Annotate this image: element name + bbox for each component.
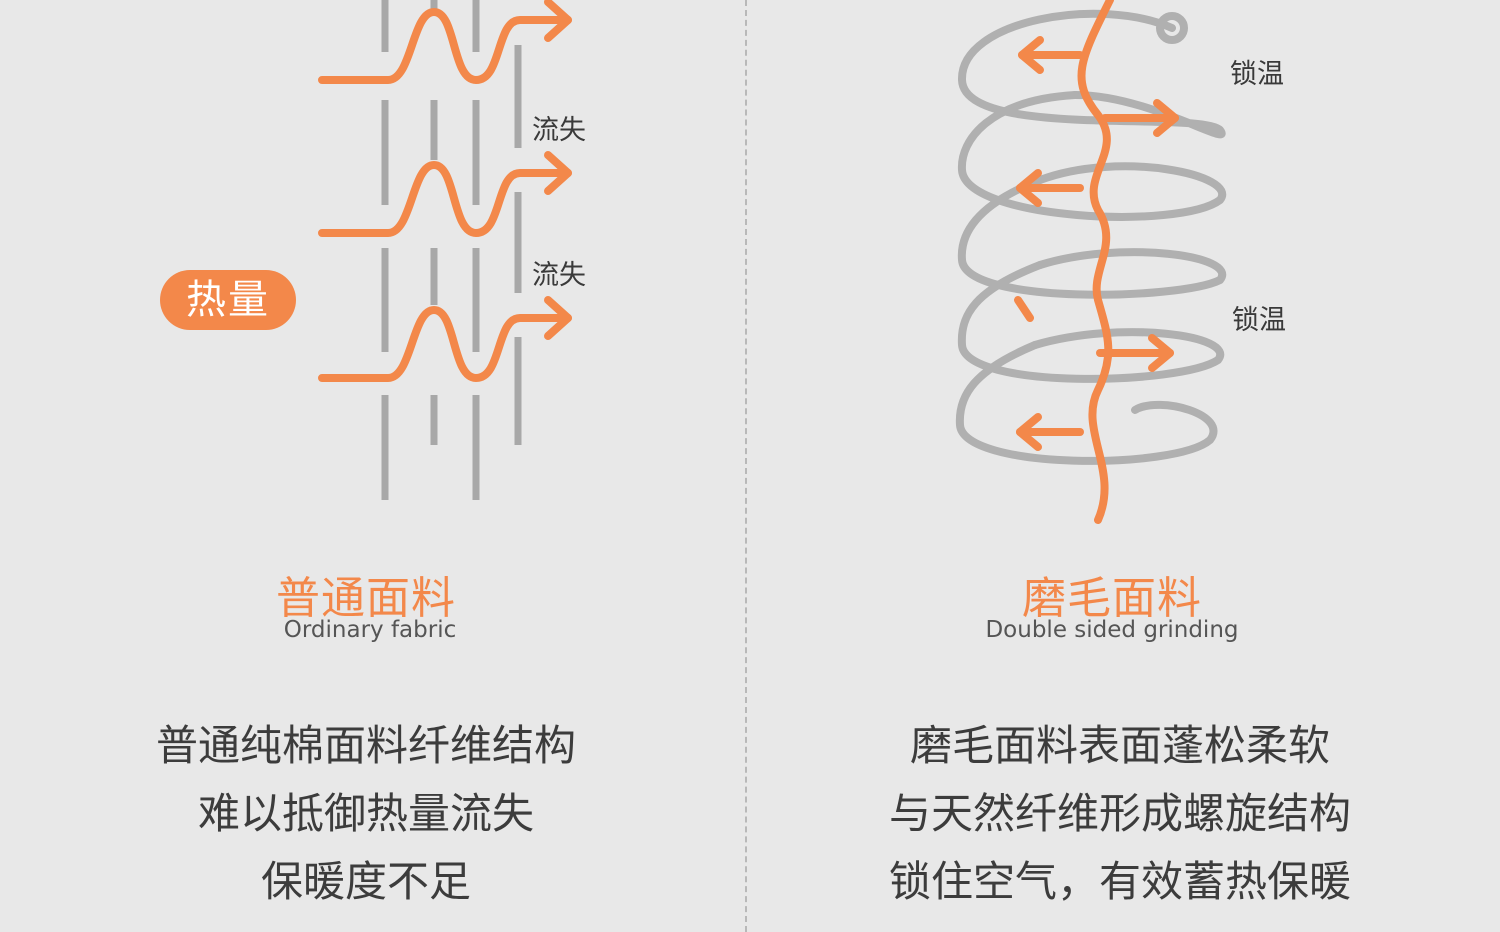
ordinary-fiber-lines	[381, 0, 522, 500]
heat-flow-arrow	[318, 8, 572, 84]
heat-lock-label: 锁温	[1230, 59, 1284, 90]
heat-flow-arrows	[318, 0, 572, 382]
ordinary-fabric-subtitle: Ordinary fabric	[283, 617, 457, 643]
brushed-fabric-description: 磨毛面料表面蓬松柔软 与天然纤维形成螺旋结构 锁住空气，有效蓄热保暖	[800, 712, 1440, 916]
heat-loss-label: 流失	[532, 260, 586, 291]
description-line: 普通纯棉面料纤维结构	[155, 721, 576, 770]
ordinary-fabric-title: 普通面料	[276, 573, 456, 624]
heat-flow-arrow	[318, 161, 572, 237]
spiral-fiber-coil	[955, 9, 1227, 465]
description-line: 磨毛面料表面蓬松柔软	[909, 721, 1330, 770]
description-line: 保暖度不足	[260, 857, 471, 906]
description-line: 锁住空气，有效蓄热保暖	[888, 857, 1351, 906]
brushed-fabric-title: 磨毛面料	[1022, 573, 1202, 624]
heat-loss-label: 流失	[532, 115, 586, 146]
locked-heat-flow	[1014, 0, 1179, 524]
description-line: 与天然纤维形成螺旋结构	[888, 789, 1351, 838]
panel-divider	[745, 0, 747, 932]
heat-badge: 热量	[160, 270, 296, 330]
ordinary-fabric-description: 普通纯棉面料纤维结构 难以抵御热量流失 保暖度不足	[46, 712, 686, 916]
heat-flow-arrow	[318, 306, 572, 382]
description-line: 难以抵御热量流失	[197, 789, 534, 838]
brushed-fabric-subtitle: Double sided grinding	[985, 617, 1239, 643]
heat-lock-label: 锁温	[1232, 305, 1286, 336]
